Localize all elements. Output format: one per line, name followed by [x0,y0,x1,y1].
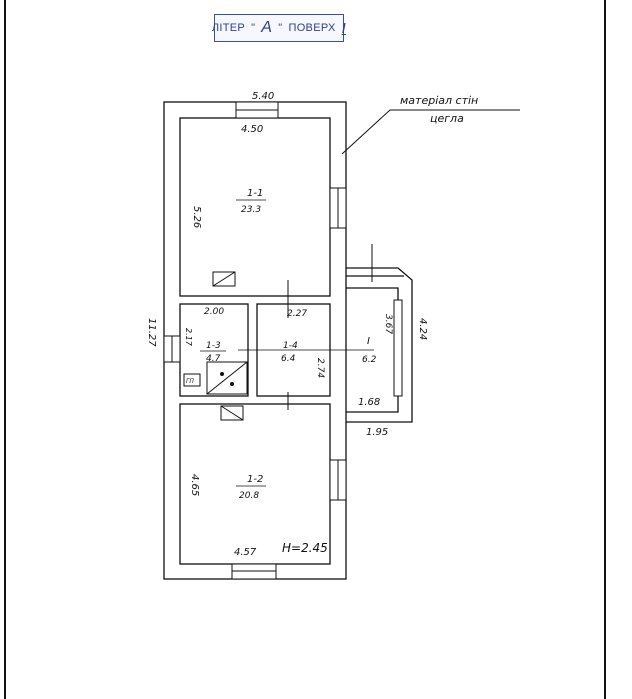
floor-label: ПОВЕРХ [288,22,336,34]
dim-room3-width: 2.00 [204,307,224,317]
stove-symbol-room2 [220,405,244,421]
room-1-3-area: 4.7 [206,354,221,364]
floor-value: I [341,19,347,37]
room-1-1-name: 1-1 [247,188,263,199]
room-1-2-area: 20.8 [239,491,259,501]
liter-value: А [261,19,273,36]
gas-meter-label: ГП [186,378,194,385]
dim-room4-height: 2.74 [315,358,325,378]
dim-room3-height: 2.17 [184,328,193,347]
room-1-2-name: 1-2 [247,474,263,485]
room-I-area: 6.2 [362,355,377,365]
dim-porch-outer-height: 4.24 [417,318,428,340]
wall-material-label: матеріал стін [400,94,478,107]
room-1-4-area: 6.4 [281,354,296,364]
room-I-name: I [367,336,370,347]
page-left-border [4,0,6,699]
dim-room1-height: 5.26 [191,206,202,228]
porch-outer-wall [346,267,413,423]
dim-left-total: 11.27 [146,318,157,347]
sink-symbol [206,361,248,395]
page-right-border [604,0,606,699]
ceiling-height: H=2.45 [282,541,328,555]
dim-porch-width: 1.68 [358,397,380,408]
gas-meter-symbol [183,373,201,387]
dim-porch-outer-width: 1.95 [366,427,388,438]
stove-symbol-room1 [212,271,236,287]
room-1-1-area: 23.3 [241,205,261,215]
room-1-4-name: 1-4 [283,341,298,351]
note-leader [341,109,520,155]
dim-top-outer: 5.40 [252,91,274,102]
dim-room4-width: 2.27 [287,309,307,319]
liter-label: ЛІТЕР [211,22,246,34]
dim-room2-height: 4.65 [189,474,200,496]
window-porch [393,299,403,397]
wall-material-value: цегла [430,112,464,125]
dim-porch-height: 3.67 [383,314,393,334]
room-1-3-name: 1-3 [206,341,221,351]
liter-floor-stamp: ЛІТЕР "А" ПОВЕРХ I [211,14,347,42]
dim-room1-width: 4.50 [241,124,263,135]
dim-room2-width: 4.57 [234,547,257,558]
